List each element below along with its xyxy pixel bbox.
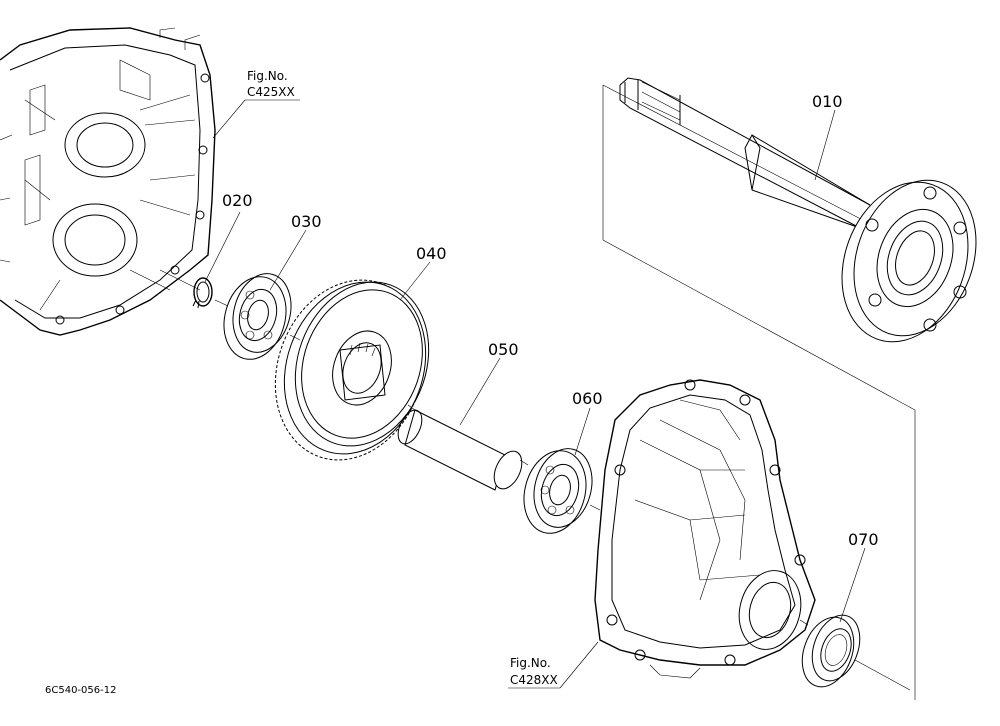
figref-top-code: C425XX	[247, 85, 295, 99]
shaft-group	[602, 77, 977, 700]
leader-lines	[204, 99, 866, 689]
figref-bottom-label: Fig.No.	[510, 656, 551, 670]
snap-ring-illustration	[192, 277, 213, 309]
callout-010: 010	[812, 92, 843, 111]
callout-070: 070	[848, 530, 879, 549]
collar-050-illustration	[397, 409, 523, 491]
figref-top-label: Fig.No.	[247, 69, 288, 83]
right-housing-illustration	[594, 379, 816, 679]
bearing-060-illustration	[523, 448, 593, 534]
callout-040: 040	[416, 244, 447, 263]
assembly-axis-line	[159, 269, 911, 691]
callout-020: 020	[222, 191, 253, 210]
callout-050: 050	[488, 340, 519, 359]
drawing-code: 6C540-056-12	[45, 685, 116, 696]
figref-bottom-code: C428XX	[510, 673, 558, 687]
oil-seal-070-illustration	[801, 614, 861, 688]
callout-030: 030	[291, 212, 322, 231]
bearing-030-illustration	[223, 273, 292, 360]
left-housing-illustration	[0, 27, 216, 336]
callout-060: 060	[572, 389, 603, 408]
gear-040-illustration	[274, 279, 430, 461]
